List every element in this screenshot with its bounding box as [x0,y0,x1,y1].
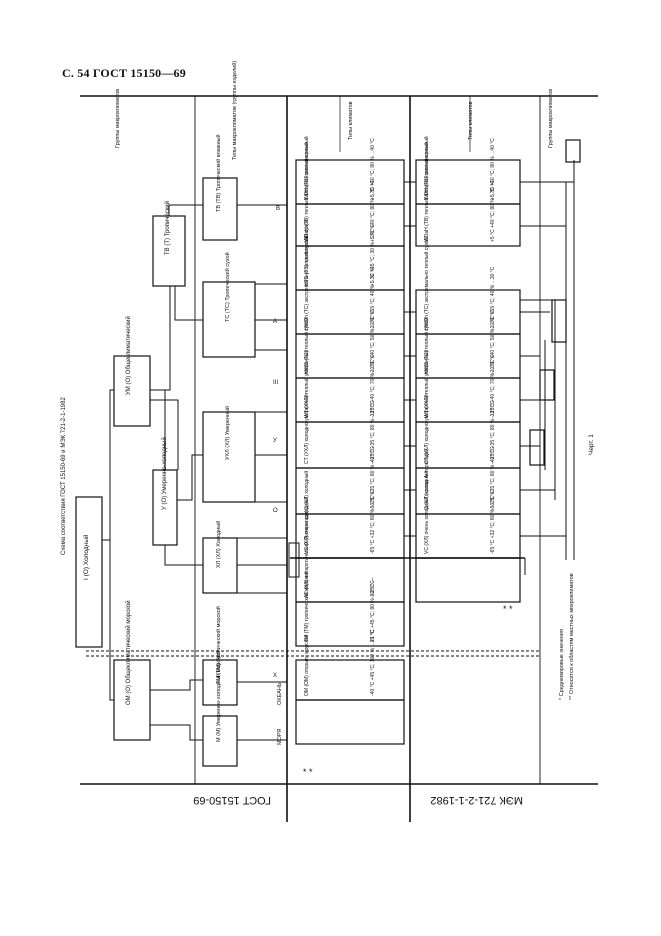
footnote-2: ** Относится к областям местных микрокли… [569,573,575,700]
gost-climate-types-header: Типы климатов [348,101,354,140]
side-label-iii: III [273,380,278,386]
gost-climate-name: WT (УХЛ) теплый умеренный [303,350,310,418]
gost-climate-temp: +1 °С +45 °С; 80 % ...35 °С [370,580,376,642]
gost-climate-name: HWDh (ТС) экстремально теплый сухой [303,237,310,330]
gost-climate-temp: +5 °С +45 °С; 30 % ...30 °С [370,224,376,286]
iec-climate-name: WDaH (ТВ) теплый влажный равномерный [423,142,430,242]
group-box-i [75,496,103,648]
side-label-a: А [273,319,277,325]
iec-group-boxes [529,139,581,466]
gost-groups-header: Группы макроклиматов [115,89,121,148]
type-tm-label: ТМ (ТМ) Тропический морской [215,606,222,684]
gost-climate-temp: -40 °С +35 °С; 80 % ...25 °С [370,400,376,464]
gost-climate-temp: -90 °С — [370,577,376,598]
gost-climate-temp: -40 °С +45 °С; 100 % ...25 °С [370,629,376,696]
group-om-label: ОМ (О) Общеклиматический морской [125,600,132,705]
group-box-ym [113,355,151,427]
iec-climate-name: CT (УХЛ) холодно-умеренный [423,394,430,464]
gost-climate-name: HTD (ТС) тропический сухой [303,219,310,286]
type-m-label: М (М) Умеренно-холодный морской [215,651,222,742]
gost-climate-temp: -33 °С +40 °С; 70 % ...30 °С [370,354,376,418]
iec-climate-temp: -20 °С +40 °С; 50 % ...30 °С [490,310,496,374]
side-label-v: В [276,206,280,212]
asterisk-marks-iec: * * [503,604,513,614]
type-hl-label: ХЛ (ХЛ) Холодный [215,521,222,568]
gost-climate-name: WDaH (ТВ) теплый влажный равномерный [303,142,310,242]
asterisk-marks: * * [303,767,313,777]
type-tv-label: ТВ (ТВ) Тропический влажный [215,134,222,212]
iec-climate-types-header: Типы климатов [468,101,474,140]
scheme-title: Схема соответствия ГОСТ 15150-69 и МЭК 7… [61,397,67,555]
gost-climate-temp: -20 °С +40 °С; 50 % ...30 °С [370,310,376,374]
gost-climate-labels: WDH (ТВ) теплый влажный +5 °С +40 °С; 80 … [303,136,376,696]
figure-label: Черт. 1 [588,434,595,455]
side-label-o: О [273,508,278,514]
iec-climate-boxes [415,159,521,603]
group-box-om [113,659,151,741]
type-box-tv [202,177,238,241]
iec-climate-temp: +5 °С +40 °С; 80 % ...35 °С [490,180,496,242]
gost-types-header: Типы макроклиматов (группы изделий) [231,61,238,160]
side-label-oceans: ОКЕАНЫ [277,681,283,705]
gost-climate-name: CT (УХЛ) холодно-умеренный [303,394,310,464]
iec-climate-temp: -20 °С +55 °С; 40 % ...30 °С [490,266,496,330]
gost-climate-name: HWD (ТС) теплый сухой [303,318,310,374]
iec-climate-name: HWD (ТС) теплый сухой [423,318,430,374]
iec-climate-temp: -40 °С +35 °С; 80 % ...25 °С [490,400,496,464]
iec-climate-name: C (ХЛ) холодный [423,471,430,510]
type-box-uhl [202,411,256,503]
side-label-h: Х [273,673,277,679]
gost-climate-name: AC (ХЛ) антарктический (Антарктида) [303,510,310,598]
iec-climate-labels: WDH (ТВ) теплый влажный +5 °С +40 °С; 80 … [423,136,496,554]
iec-climate-name: WDH (ТВ) теплый влажный [423,136,430,200]
gost-climate-temp: -50 °С +35 °С; 80 % ...25 °С [370,446,376,510]
connectors [102,204,287,741]
iec-climate-temp: -33 °С +40 °С; 70 % ...30 °С [490,354,496,418]
iec-climate-temp: +5 °С +40 °С; 80 % ...40 °С [490,138,496,200]
side-label-y: У [273,438,277,444]
type-ts-label: ТС (ТС) Тропический сухой [224,252,231,322]
group-u-label: У (О) Умеренно-холодный [161,437,168,510]
gost-climate-temp: +5 °С +40 °С; 80 % ...40 °С [370,138,376,200]
iec-climate-name: WT (УХЛ) теплый умеренный [423,350,430,418]
gost-climate-temp: -20 °С +55 °С; 40 % ...30 °С [370,266,376,330]
gost-climate-temp: -65 °С +32 °С; 80 % ...25 °С [370,490,376,554]
page-header: С. 54 ГОСТ 15150—69 [62,66,186,80]
iec-climate-name: HWDh (ТС) экстремально теплый сухой [423,237,430,330]
iec-climate-temp: -50 °С +35 °С; 80 % ...25 °С [490,446,496,510]
gost-climate-name: OM (ОМ) открыто морской [303,634,310,696]
iec-groups-header: Группы макроклиматов [548,89,554,148]
gost-climate-name: TM (ТМ) тропический морской [303,572,310,642]
iec-climate-temp: -65 °С +32 °С; 80 % ...25 °С [490,490,496,554]
iec-standard-label: МЭК 721-2-1-1982 [430,794,523,806]
gost-standard-label: ГОСТ 15150-69 [193,794,271,806]
cross-links [290,160,575,575]
group-i-label: I (O) Холодный [82,534,90,580]
gost-climate-name: C (ХЛ) холодный [303,471,310,510]
group-ym-label: УМ (О) Общеклиматический [125,316,132,395]
group-tv-label: ТВ (Т) Тропический [164,201,171,255]
iec-climate-name: VC (ХЛ) очень холодный (кроме Антарктиды… [423,449,430,554]
side-label-seas: МОРЯ [277,729,283,745]
gost-climate-temp: +5 °С +40 °С; 80 % ...35 °С [370,180,376,242]
gost-climate-name: WDH (ТВ) теплый влажный [303,136,310,200]
type-box-m [202,715,238,767]
gost-climate-name: VC (ХЛ) очень холодный [303,496,310,554]
type-uhl-label: УХЛ (ХЛ) Умеренный [224,406,231,460]
footnote-1: * Среднемировые значения [559,629,565,700]
